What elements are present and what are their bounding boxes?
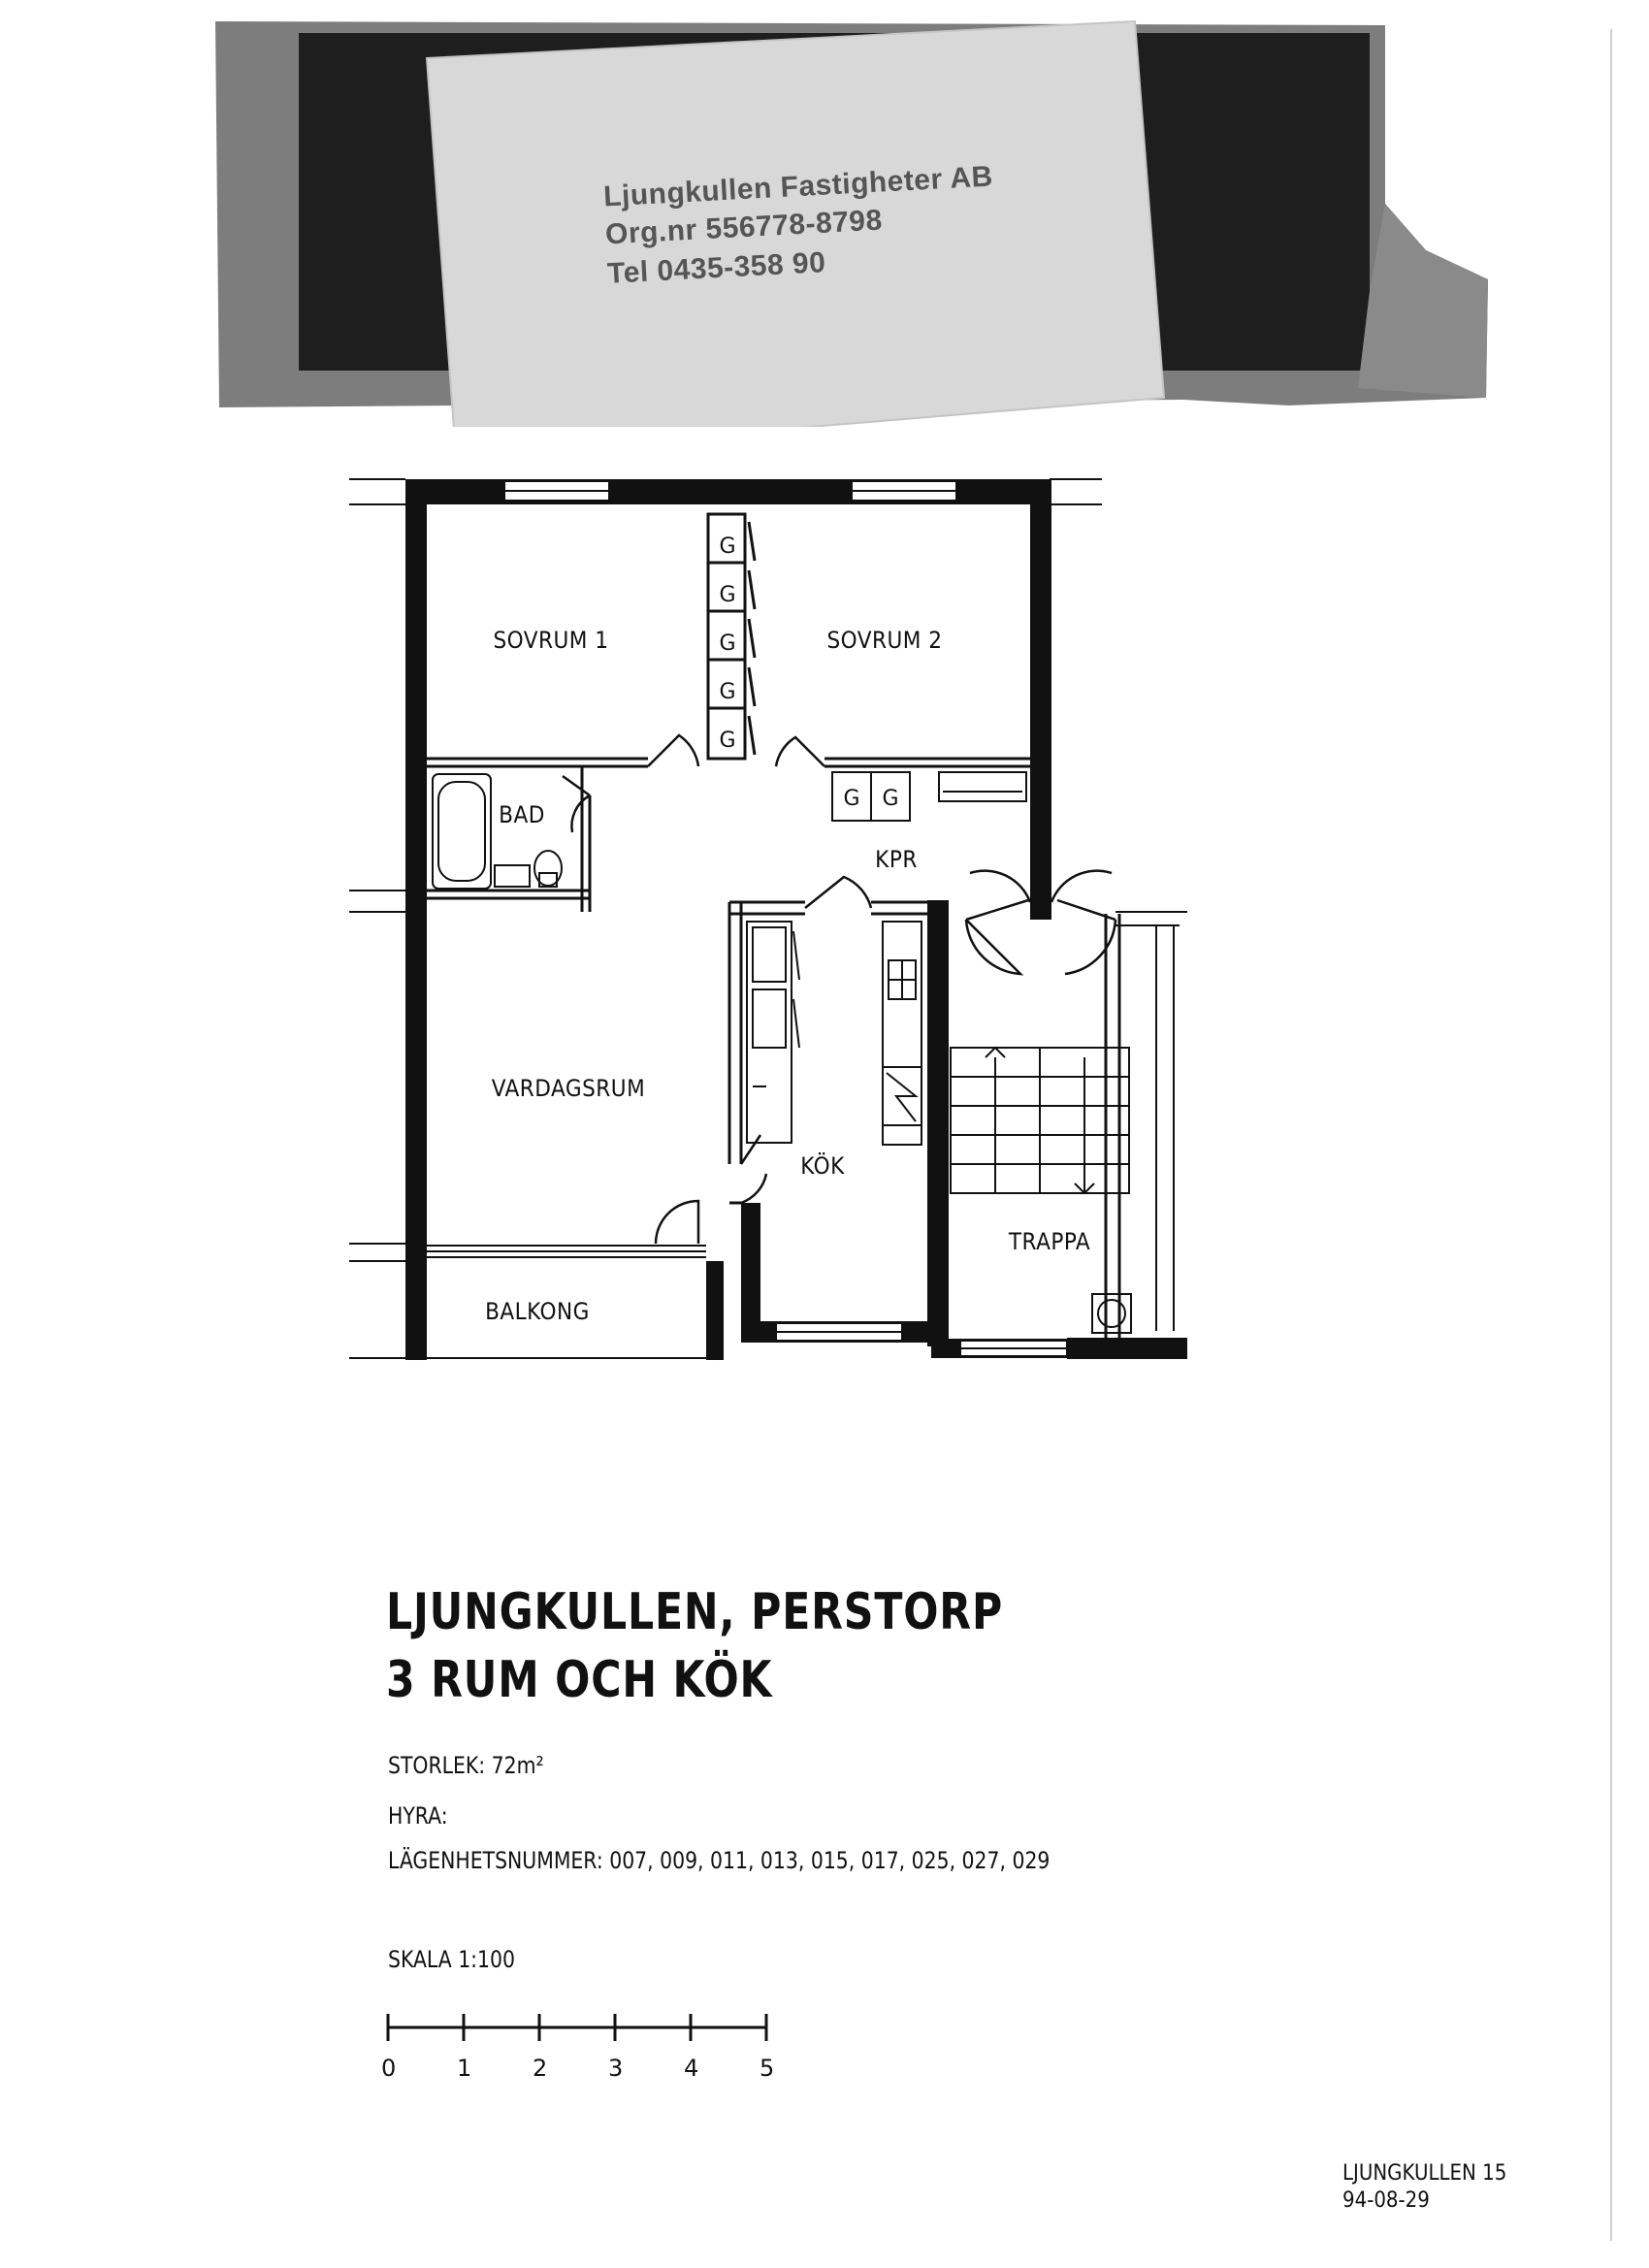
closet-mark: G (843, 787, 859, 811)
room-trappa: TRAPPA (1008, 1228, 1090, 1255)
closet-marks: G G G G G G G (719, 535, 898, 811)
tape-strip (215, 19, 1488, 458)
closet-mark: G (719, 535, 735, 559)
floor-plan-drawing: G G G G G G G SOVRUM 1 SOVRUM 2 BAD KPR … (349, 478, 1187, 1360)
scale-tick-label: 1 (457, 2055, 472, 2082)
balcony-rail (427, 1245, 706, 1258)
closet-mark: G (719, 729, 735, 753)
room-sovrum-2: SOVRUM 2 (826, 627, 942, 654)
kpr-closets (831, 771, 1027, 822)
plan-title-line1: LJUNGKULLEN, PERSTORP (386, 1583, 1004, 1641)
scan-edge (1610, 29, 1612, 2241)
footer-date: 94-08-29 (1342, 2188, 1430, 2213)
header-scan: Ljungkullen Fastigheter AB Org.nr 556778… (0, 0, 1649, 458)
footer-ref: LJUNGKULLEN 15 (1342, 2161, 1507, 2186)
room-balkong: BALKONG (485, 1298, 590, 1325)
kitchen-fixtures (746, 921, 922, 1146)
stairs (950, 1046, 1132, 1334)
scale-tick-label: 0 (381, 2055, 397, 2082)
doors (562, 733, 1117, 1245)
closet-mark: G (719, 583, 735, 607)
business-card (425, 19, 1166, 458)
closet-mark: G (882, 787, 898, 811)
room-kok: KÖK (800, 1151, 845, 1180)
info-lagenhetsnummer: LÄGENHETSNUMMER: 007, 009, 011, 013, 015… (388, 1847, 1051, 1874)
scale-tick-label: 5 (760, 2055, 775, 2082)
closet-mark: G (719, 680, 735, 704)
plan-title-line2: 3 RUM OCH KÖK (386, 1651, 773, 1709)
floor-plan: G G G G G G G SOVRUM 1 SOVRUM 2 BAD KPR … (0, 427, 1649, 1407)
info-storlek: STORLEK: 72m² (388, 1752, 544, 1779)
scale-tick-label: 3 (608, 2055, 624, 2082)
windows (503, 480, 1068, 1357)
scale-bar (386, 2014, 768, 2041)
bath-fixtures (432, 773, 563, 890)
scale-tick-label: 4 (684, 2055, 699, 2082)
room-bad: BAD (499, 801, 545, 828)
info-skala: SKALA 1:100 (388, 1946, 515, 1973)
closet-mark: G (719, 632, 735, 656)
room-sovrum-1: SOVRUM 1 (493, 627, 608, 654)
scale-tick-label: 2 (533, 2055, 548, 2082)
info-hyra: HYRA: (388, 1802, 448, 1830)
room-kpr: KPR (875, 846, 918, 873)
room-vardagsrum: VARDAGSRUM (492, 1075, 645, 1102)
